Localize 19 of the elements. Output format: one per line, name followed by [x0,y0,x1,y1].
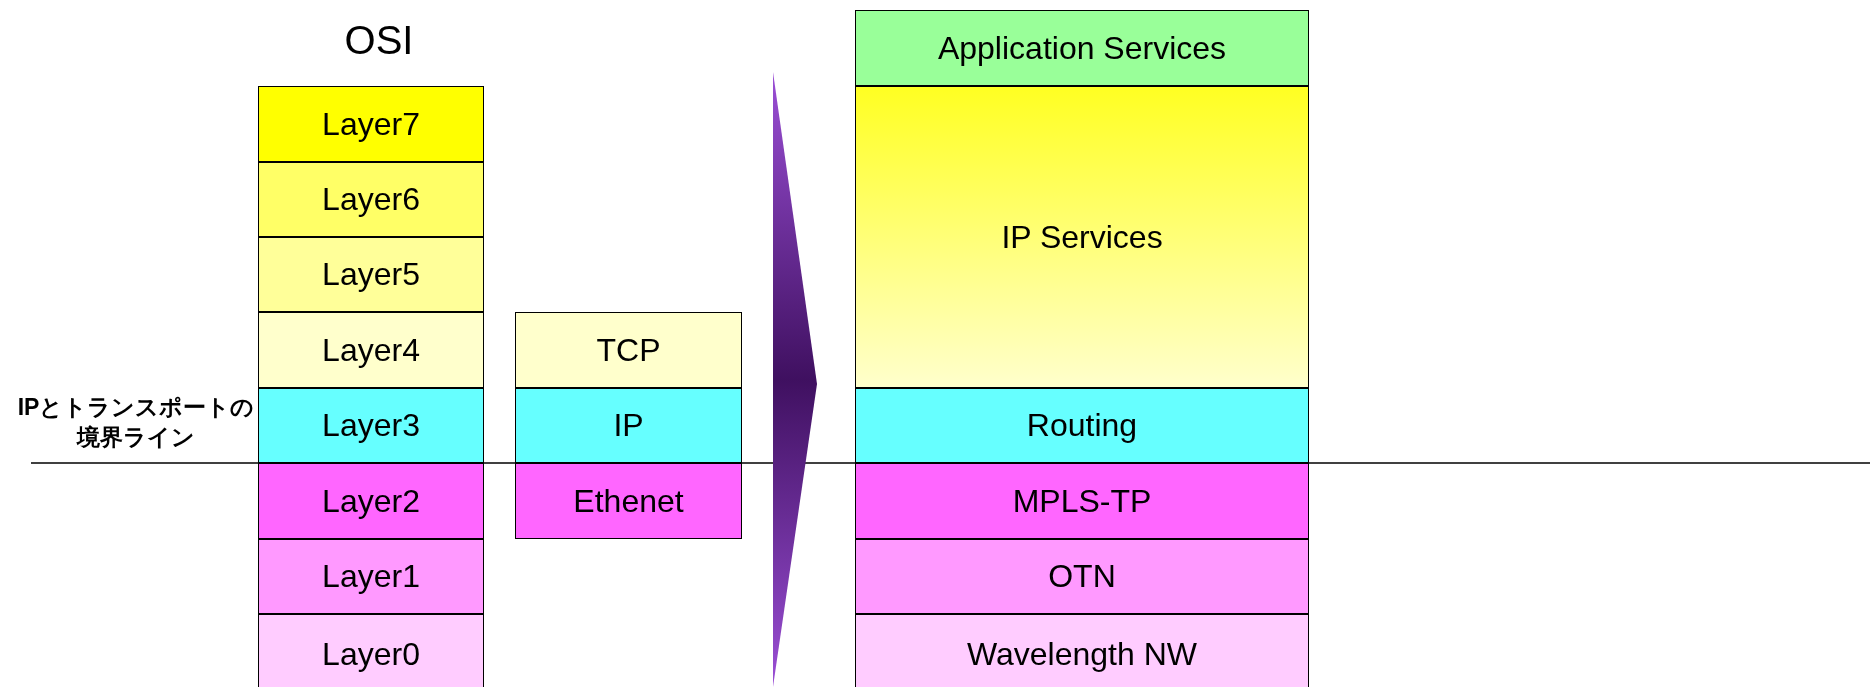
layer-box: Layer1 [258,539,484,614]
layer-box: Layer4 [258,312,484,388]
layer-box: Wavelength NW [855,614,1309,687]
column-title: OSI [343,18,415,63]
layer-box: IP [515,388,742,463]
layer-box: Layer7 [258,86,484,162]
layer-box: Layer2 [258,463,484,539]
layer-box: Layer6 [258,162,484,237]
layer-box: Ethenet [515,463,742,539]
layer-box: TCP [515,312,742,388]
layer-box: Layer3 [258,388,484,463]
layer-box: Application Services [855,10,1309,86]
layer-box: MPLS-TP [855,463,1309,539]
boundary-label: IPとトランスポートの境界ライン [16,393,256,452]
layer-box: Layer0 [258,614,484,687]
layer-box: Routing [855,388,1309,463]
layer-box: Layer5 [258,237,484,312]
layer-box: IP Services [855,86,1309,388]
layer-box: OTN [855,539,1309,614]
